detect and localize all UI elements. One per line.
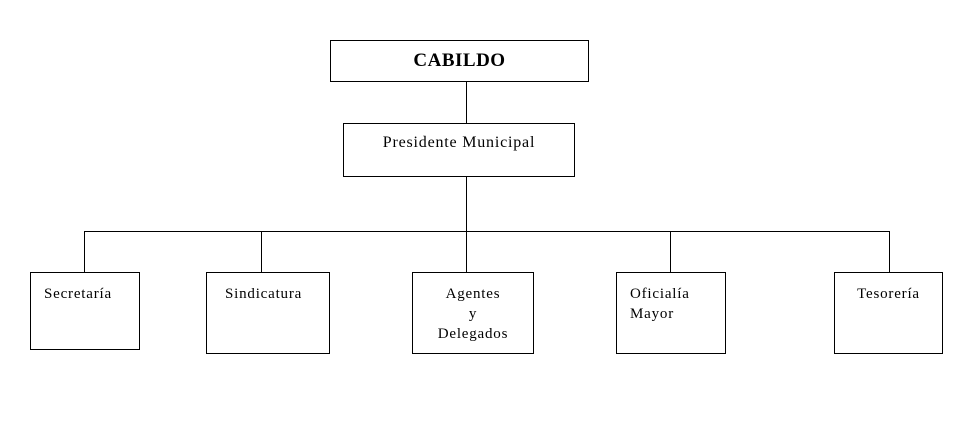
node-secretaria-label: Secretaría xyxy=(44,286,112,302)
connector-agentes xyxy=(466,231,467,272)
node-cabildo: CABILDO xyxy=(330,40,589,82)
node-oficialia-mayor: Oficialía Mayor xyxy=(616,272,726,354)
connector-horizontal-branch xyxy=(84,231,890,232)
node-tesoreria: Tesorería xyxy=(834,272,943,354)
node-oficialia-mayor-label: Oficialía Mayor xyxy=(630,286,690,322)
connector-presidente-branch xyxy=(466,177,467,232)
connector-secretaria xyxy=(84,231,85,272)
node-sindicatura-label: Sindicatura xyxy=(225,286,303,302)
node-presidente-municipal: Presidente Municipal xyxy=(343,123,575,177)
node-agentes-delegados-label: Agentes y Delegados xyxy=(437,286,509,342)
connector-oficialia xyxy=(670,231,671,272)
connector-cabildo-presidente xyxy=(466,82,467,123)
node-tesoreria-label: Tesorería xyxy=(857,286,920,302)
node-agentes-delegados: Agentes y Delegados xyxy=(412,272,534,354)
node-presidente-municipal-label: Presidente Municipal xyxy=(382,134,536,151)
node-secretaria: Secretaría xyxy=(30,272,140,350)
node-cabildo-label: CABILDO xyxy=(413,50,506,71)
connector-tesoreria xyxy=(889,231,890,272)
node-sindicatura: Sindicatura xyxy=(206,272,330,354)
connector-sindicatura xyxy=(261,231,262,272)
